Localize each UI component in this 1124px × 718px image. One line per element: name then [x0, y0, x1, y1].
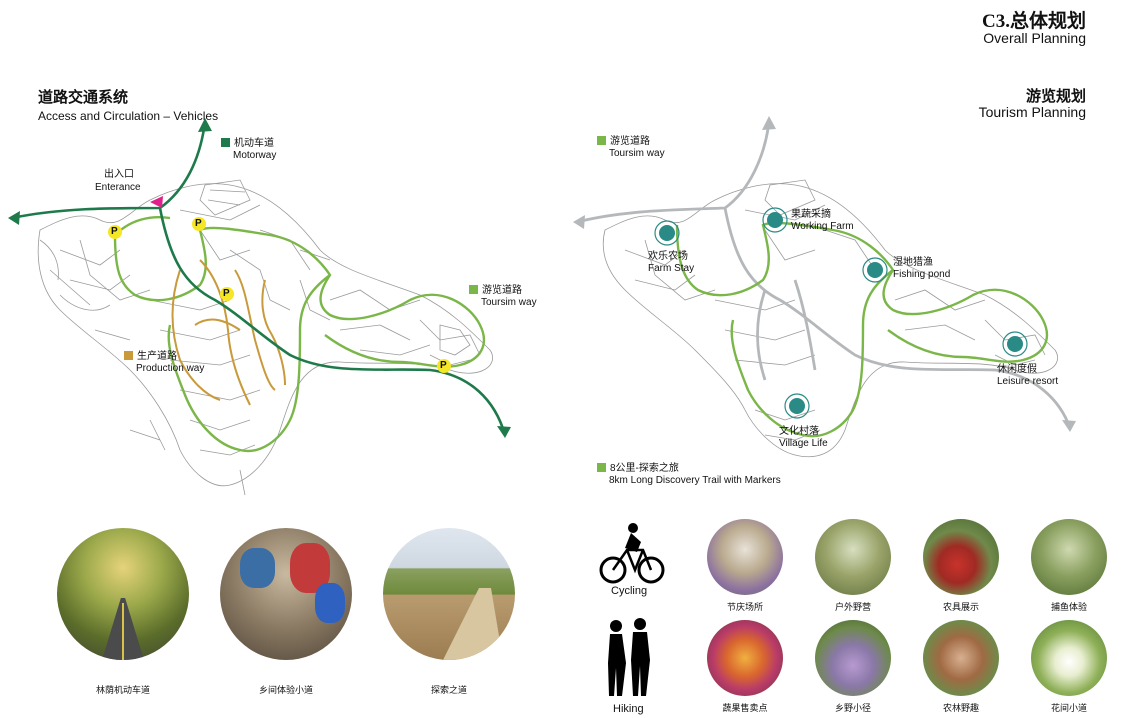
cycling-label: Cycling: [611, 585, 648, 597]
photo-caption: 林荫机动车道: [95, 685, 150, 695]
photo-fishing-experience: [1031, 519, 1107, 595]
node-farm-stay: [654, 220, 680, 246]
left-section-subtitle: Access and Circulation – Vehicles: [38, 109, 219, 123]
parking-label: P: [440, 360, 447, 371]
page-title: C3.总体规划: [982, 11, 1086, 32]
activity-caption: 乡野小径: [834, 703, 871, 713]
legend-swatch: [597, 136, 606, 145]
legend-production-way: 生产道路 Production way: [124, 351, 204, 375]
photo-farm-tools-display: [923, 519, 999, 595]
node-working-farm: [762, 207, 788, 233]
legend-discovery-trail: 8公里-探索之旅 8km Long Discovery Trail with M…: [597, 463, 781, 487]
node-village-life: [784, 393, 810, 419]
left-section-title: 道路交通系统: [38, 90, 129, 106]
right-section-subtitle: Tourism Planning: [978, 104, 1086, 120]
right-section-title: 游览规划: [1025, 89, 1086, 105]
street-network: [37, 179, 493, 496]
photo-tree-lined-motorway: [57, 528, 189, 660]
legend-swatch: [469, 285, 478, 294]
photo-caption: 探索之道: [430, 685, 467, 695]
photo-outdoor-camping: [815, 519, 891, 595]
activity-caption: 节庆场所: [726, 602, 763, 612]
entrance-marker-icon: [150, 196, 163, 208]
photo-caption: 乡间体验小道: [258, 685, 313, 695]
activity-caption: 农具展示: [942, 602, 979, 612]
parking-label: P: [223, 288, 230, 299]
activity-caption: 蔬果售卖点: [722, 703, 768, 713]
activity-caption: 捕鱼体验: [1050, 602, 1087, 612]
activity-caption: 花间小道: [1050, 703, 1087, 713]
activity-caption: 户外野营: [834, 602, 871, 612]
page-subtitle: Overall Planning: [983, 30, 1086, 46]
legend-swatch: [124, 351, 133, 360]
motorway-route: [11, 121, 507, 436]
vehicle-circulation-map: [8, 118, 511, 496]
hiking-label: Hiking: [613, 703, 644, 715]
photo-produce-stall: [707, 620, 783, 696]
trail-arrowheads: [573, 116, 1076, 432]
production-way-routes: [171, 259, 286, 406]
photo-rural-experience-path: [220, 528, 352, 660]
legend-swatch: [597, 463, 606, 472]
photo-festival-site: [707, 519, 783, 595]
parking-label: P: [195, 218, 202, 229]
photo-farm-forest-fun: [923, 620, 999, 696]
parking-markers: [108, 217, 451, 373]
tourism-way-routes: [675, 221, 1049, 438]
tourism-way-routes: [113, 216, 486, 453]
photo-flower-path: [1031, 620, 1107, 696]
tourism-nodes: [654, 207, 1028, 419]
cycling-icon: [599, 523, 665, 584]
entrance-label-cn: 出入口: [104, 169, 134, 180]
activity-caption: 农林野趣: [942, 703, 979, 713]
tourism-planning-map: [573, 116, 1076, 458]
legend-swatch: [221, 138, 230, 147]
entrance-label-en: Enterance: [95, 182, 141, 193]
legend-motorway: 机动车道 Motorway: [221, 138, 276, 162]
node-leisure-resort: [1002, 331, 1028, 357]
photo-country-path: [815, 620, 891, 696]
street-network: [602, 179, 1058, 458]
legend-tourism-way: 游览道路 Toursim way: [597, 136, 665, 160]
photo-discovery-path: [383, 528, 515, 660]
parking-label: P: [111, 226, 118, 237]
hiking-icon: [608, 618, 650, 696]
legend-tourism-way: 游览道路 Toursim way: [469, 285, 537, 309]
node-fishing-pond: [862, 257, 888, 283]
motorway-arrowheads: [8, 118, 511, 438]
